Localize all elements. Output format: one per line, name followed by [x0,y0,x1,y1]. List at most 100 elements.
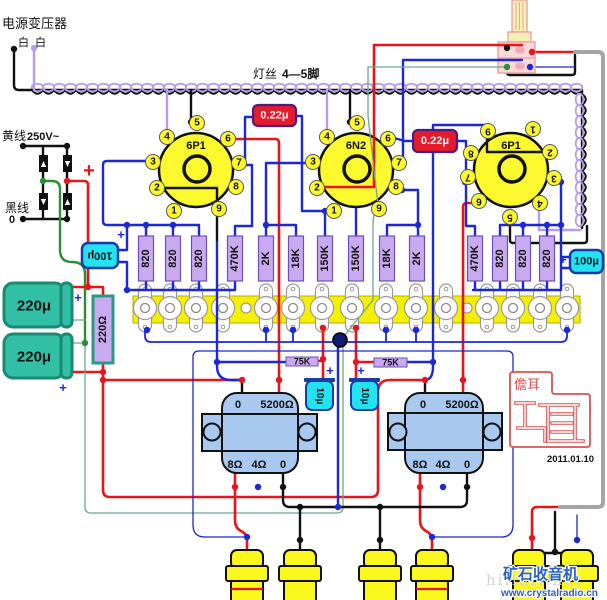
resistor-value-label: 820 [193,249,205,267]
polarity-plus-icon: + [326,363,334,378]
heater-twist-black [141,89,154,95]
tube-pin-8: 8 [463,145,479,161]
heater-twist-black [581,159,587,172]
resistor-value-label: 820 [541,249,553,267]
solder-junction-dot [10,45,18,53]
pin-marker [532,195,548,211]
pin-number: 8 [393,182,399,193]
heater-twist-black [537,89,550,95]
terminal-hole [510,324,516,330]
resistor: 2K [257,235,275,282]
solder-junction-dot [262,221,270,229]
terminal-hole [349,286,355,292]
resistor-value-label: 470K [229,245,241,271]
heater-twist-black [394,89,407,95]
jack-flange [410,565,454,582]
heater-twist-black [53,89,66,95]
wire-left-grid [233,115,255,238]
capacitor-value-label: 220μ [17,298,51,315]
pin-number: 8 [233,182,239,193]
heater-twist-purple [569,82,584,93]
solder-junction-dot [376,503,384,511]
artist-seal-stamp: 儋耳 [509,371,591,448]
decoupling-capacitor-right: 10μ [349,378,380,411]
solder-junction-dot [123,221,131,229]
coupling-capacitor-left: 0.22μ [251,103,298,128]
solder-junction-dot [39,177,47,185]
solder-junction-dot [238,376,246,384]
tube-pin-1: 1 [326,203,342,219]
heater-twist-black [526,89,539,95]
resistor-body [285,356,319,367]
tube-pin-2: 2 [309,180,325,196]
terminal-hole [484,324,490,330]
pin-number: 3 [150,157,156,168]
solder-terminal [183,283,209,333]
resistor-value-label: 75K [382,358,399,368]
wire-left-screen [215,238,288,382]
tube-pin-7: 7 [460,169,476,185]
heater-twist-black [460,89,473,95]
solder-junction-dot [503,44,511,52]
solder-junction-dot [421,376,429,384]
tube-center-ring [182,154,212,184]
tube-pin-4: 4 [159,129,175,145]
terminal-hole [413,286,419,292]
capacitor-body [80,241,120,270]
heater-twist-black [229,89,242,95]
resistor: 150K [316,235,334,282]
solder-junction-dot [412,326,420,334]
resistor-value-label: 75K [294,357,311,367]
capacitor-body [568,248,605,275]
watermark-url: www.crystalradio.cn [500,588,598,599]
terminal-eyelet [534,302,546,314]
solder-junction-dot [63,177,71,185]
terminal-eyelet [380,302,392,314]
resistor: 18K [378,235,396,282]
heater-twist-black [97,89,110,95]
terminal-eyelet [440,302,452,314]
solder-terminal [280,283,306,333]
terminal-eyelet [190,302,202,314]
cathode-capacitor-right: 100μ [568,248,605,275]
resistor-body [347,235,365,282]
resistor-value-label: 18K [381,248,393,268]
yellow-wire-label: 黄线 [2,129,26,143]
solder-junction-dot [279,483,287,491]
solder-junction-dot [63,142,71,150]
resistor-body [226,235,244,282]
pin-marker [460,169,476,185]
shaft-knurling [515,2,524,30]
solder-junction-dot [352,324,360,332]
wire-driver-cathode-right [385,188,420,238]
tube-center-ring [497,154,527,184]
heater-twist-black [515,89,528,95]
capacitor-top-band [349,378,380,382]
capacitor-value-label: 220μ [17,349,51,366]
heater-twist-black [240,89,253,95]
heater-label: 灯丝 [253,67,277,81]
labels: 电源变压器 白 白 灯丝 4—5脚 黄线 250V~ 黑线 0 + + + + … [2,16,599,600]
resistor: 820 [137,235,155,282]
output-transformer-left: 0 5200Ω 8Ω 4Ω 0 [201,392,318,474]
stamp-glyph-inner [515,402,584,442]
pin-marker [159,129,175,145]
input-jack [507,549,551,600]
filter-capacitor-1: 220μ [2,281,74,329]
heater-twist-black [416,89,429,95]
watermark-background-text: hifidiy.net [486,571,583,589]
speaker-terminal-jack [410,549,454,600]
capacitor-value-label: 0.22μ [260,110,288,122]
solder-junction-dot [19,215,27,223]
terminal-eyelet [217,302,229,314]
solder-junction-dot [213,358,221,366]
heater-twist-black [405,89,418,95]
terminal-hole [319,286,325,292]
solder-junction-dot [416,483,424,491]
tube-pin-4: 4 [532,195,548,211]
tube-center-ring [342,154,372,184]
terminal-eyelet [164,302,176,314]
wires [12,46,605,555]
resistor-body [190,235,208,282]
